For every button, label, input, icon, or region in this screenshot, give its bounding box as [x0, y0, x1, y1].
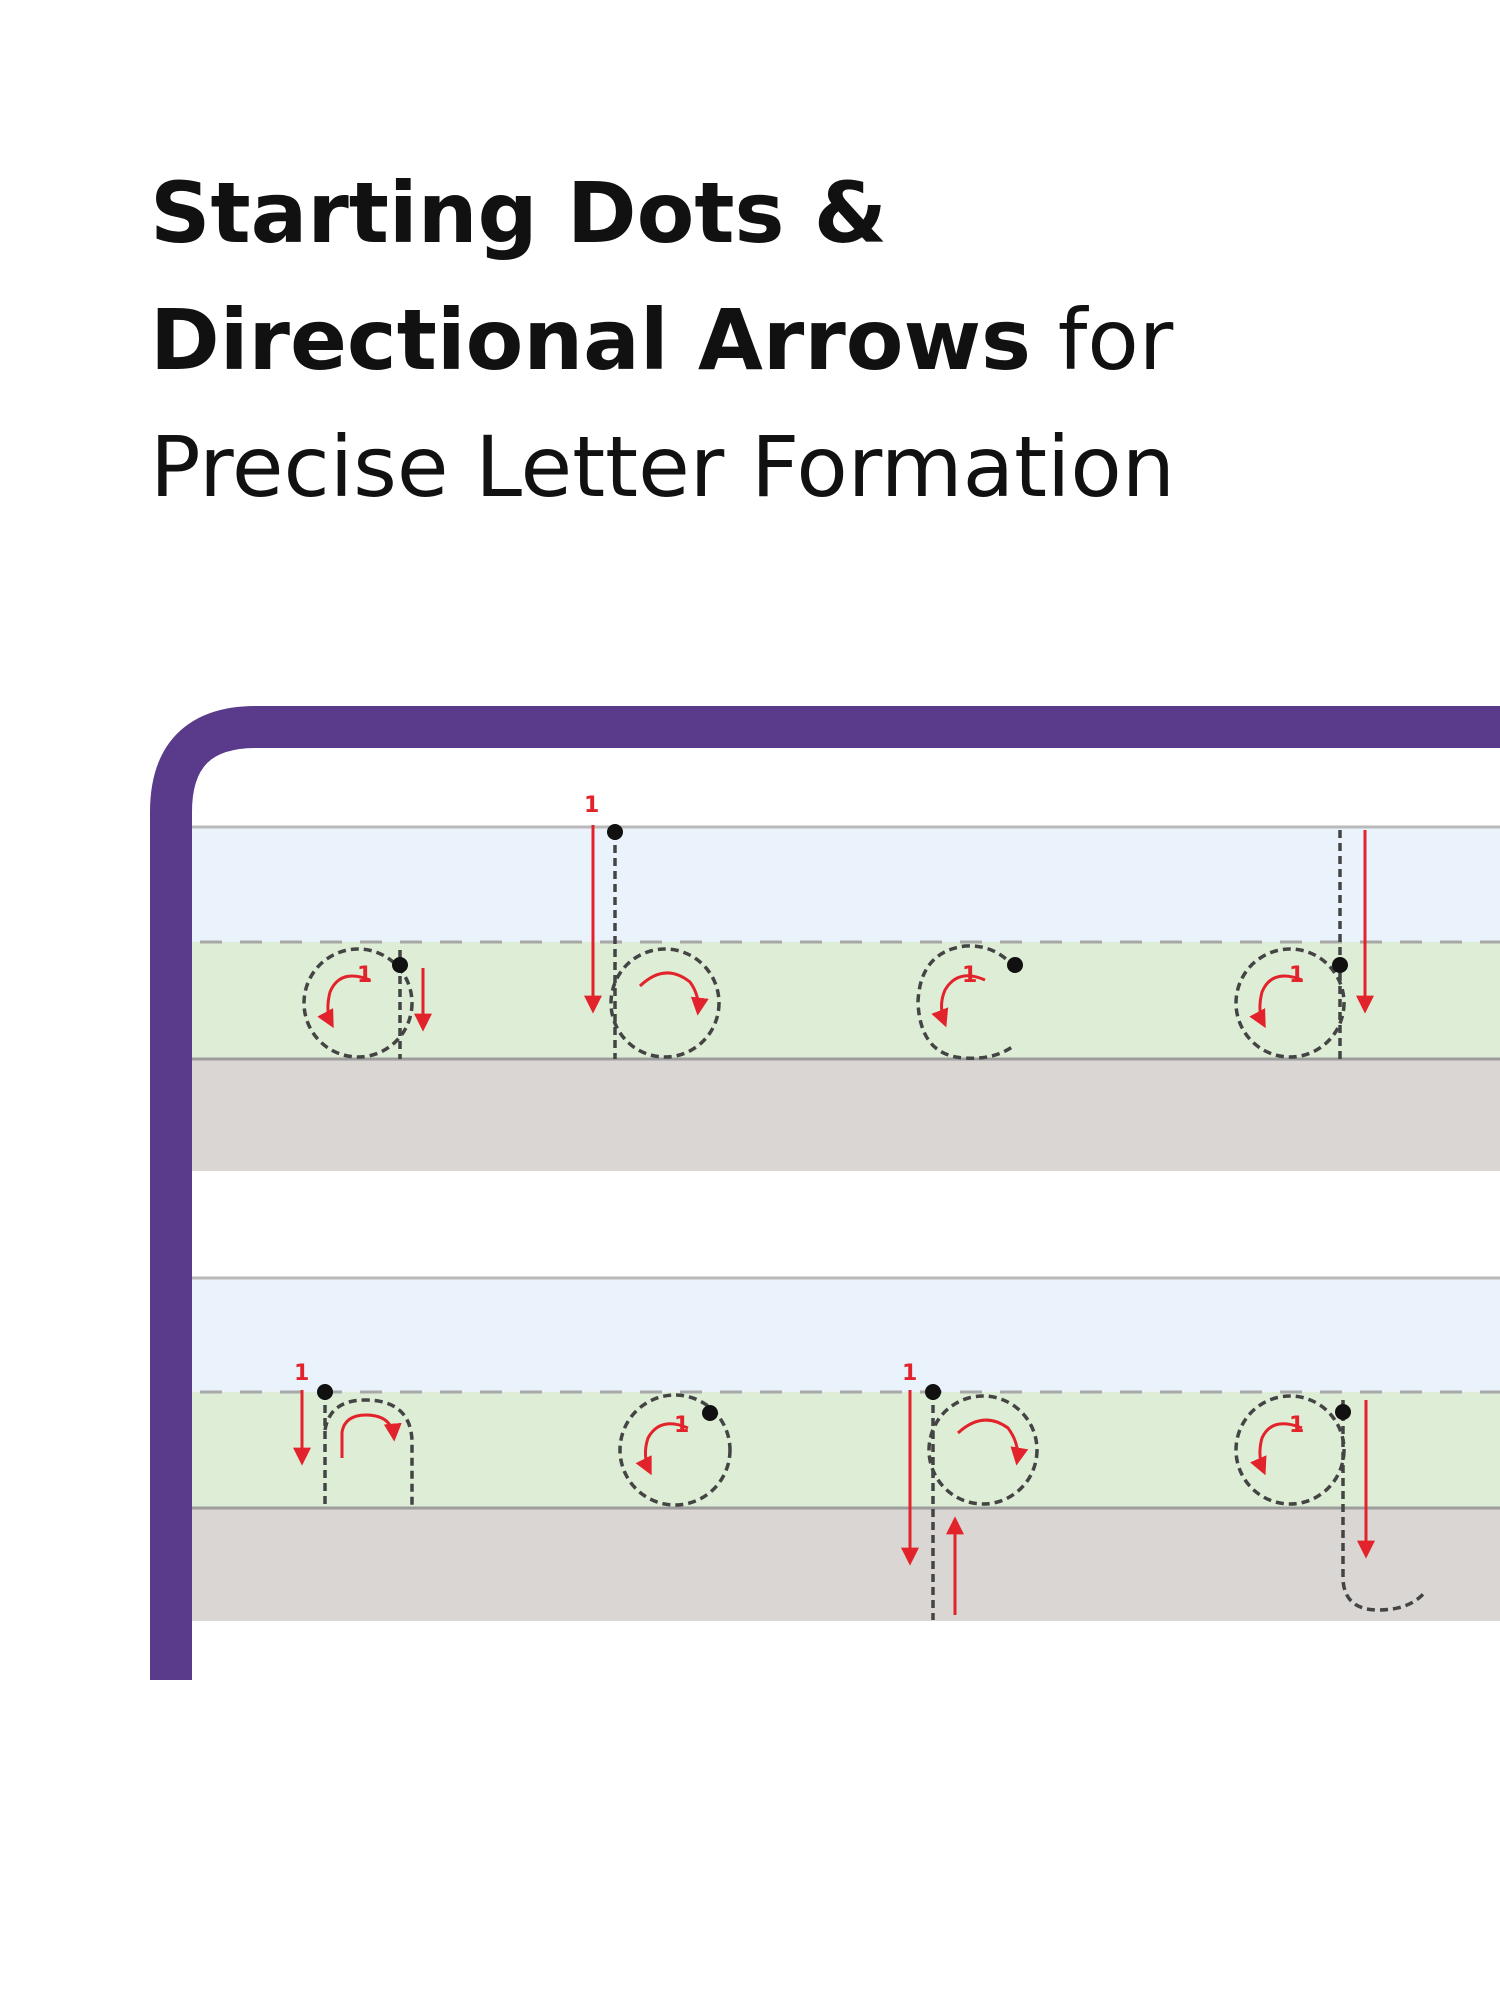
heading-bold-text: Starting Dots & Directional Arrows — [150, 164, 1032, 389]
letter-q-curve-arrow — [1249, 1422, 1303, 1476]
letter-c-tracing — [916, 944, 1017, 1060]
letter-a-order-label: 1 — [357, 963, 372, 988]
letter-c-start-dot — [1007, 957, 1023, 973]
row-2-bottom-band — [192, 1508, 1500, 1621]
row-1-middle-band — [192, 942, 1500, 1059]
page-heading: Starting Dots & Directional Arrows for P… — [150, 150, 1400, 531]
heading-regular-text: for Precise Letter Formation — [150, 291, 1175, 516]
row-1-top-band — [192, 827, 1500, 942]
letter-d-tracing — [1234, 830, 1346, 1059]
worksheet-frame — [150, 706, 1500, 1680]
letter-p-order-label: 1 — [902, 1361, 917, 1386]
letter-a-curve-arrow — [317, 974, 371, 1029]
letter-n-tracing — [323, 1392, 414, 1508]
letter-b-tracing — [609, 832, 721, 1059]
writing-row-1 — [192, 825, 1500, 1171]
row-1-bottom-band — [192, 1059, 1500, 1171]
letter-q-tracing — [1234, 1394, 1427, 1612]
letter-o-start-dot — [702, 1405, 718, 1421]
letter-n-start-dot — [317, 1384, 333, 1400]
letter-c-order-label: 1 — [962, 963, 977, 988]
handwriting-worksheet-illustration: 1 1 1 1 1 1 1 1 — [0, 700, 1500, 1680]
letter-d-curve-arrow — [1249, 974, 1303, 1029]
letter-q-start-dot — [1335, 1404, 1351, 1420]
stroke-order-labels: 1 1 1 1 1 1 1 1 — [294, 793, 1304, 1438]
worksheet-svg: 1 1 1 1 1 1 1 1 — [150, 706, 1500, 1680]
letter-d-order-label: 1 — [1289, 963, 1304, 988]
letter-o-curve-arrow — [635, 1422, 689, 1476]
letter-o-tracing — [618, 1393, 732, 1507]
writing-row-2 — [192, 1276, 1500, 1621]
letter-p-start-dot — [925, 1384, 941, 1400]
letter-c-curve-arrow — [931, 974, 986, 1028]
row-2-top-band — [192, 1278, 1500, 1392]
letter-b-curve-arrow — [638, 971, 709, 1016]
letter-q-order-label: 1 — [1289, 1413, 1304, 1438]
row-2-middle-band — [192, 1392, 1500, 1508]
letter-n-curve-arrow — [340, 1413, 402, 1458]
letter-p-tracing — [927, 1392, 1039, 1620]
letter-d-start-dot — [1332, 957, 1348, 973]
letter-n-order-label: 1 — [294, 1361, 309, 1386]
letter-o-order-label: 1 — [674, 1413, 689, 1438]
letter-a-start-dot — [392, 957, 408, 973]
letter-b-start-dot — [607, 824, 623, 840]
letter-b-order-label: 1 — [584, 793, 599, 818]
letter-p-curve-arrow — [956, 1418, 1029, 1466]
